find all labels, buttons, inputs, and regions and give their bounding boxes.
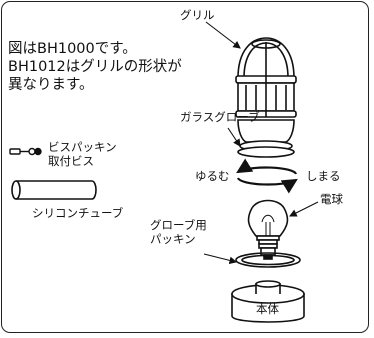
- loosen-label: ゆるむ: [195, 169, 230, 183]
- base-body-illustration: [231, 280, 305, 323]
- screw-packing-illustration: [9, 147, 42, 156]
- rotation-arrows-icon: [236, 158, 298, 194]
- leader-lines: [203, 21, 319, 265]
- globe-packing-label-1: グローブ用: [150, 218, 207, 232]
- grille-label: グリル: [180, 8, 215, 22]
- globe-packing-illustration: [235, 252, 301, 268]
- silicone-tube-illustration: [11, 180, 97, 200]
- glass-globe-illustration: [237, 119, 295, 158]
- note-line-2: BH1012はグリルの形状が: [8, 59, 182, 75]
- mounting-screw-label: 取付ビス: [48, 154, 94, 168]
- tighten-label: しまる: [306, 169, 341, 183]
- bulb-label: 電球: [320, 192, 343, 206]
- diagram-frame: [1, 1, 369, 333]
- globe-packing-label-2: パッキン: [150, 232, 196, 246]
- grille-illustration: [235, 37, 297, 118]
- body-label: 本体: [256, 302, 279, 316]
- glass-globe-label: ガラスグローブ: [180, 110, 260, 124]
- screw-packing-label: ビスパッキン: [48, 140, 117, 154]
- model-note: 図はBH1000です。 BH1012はグリルの形状が 異なります。: [8, 40, 182, 94]
- note-line-3: 異なります。: [8, 77, 94, 93]
- note-line-1: 図はBH1000です。: [8, 41, 137, 57]
- silicone-tube-label: シリコンチューブ: [32, 206, 124, 220]
- bulb-illustration: [247, 199, 289, 260]
